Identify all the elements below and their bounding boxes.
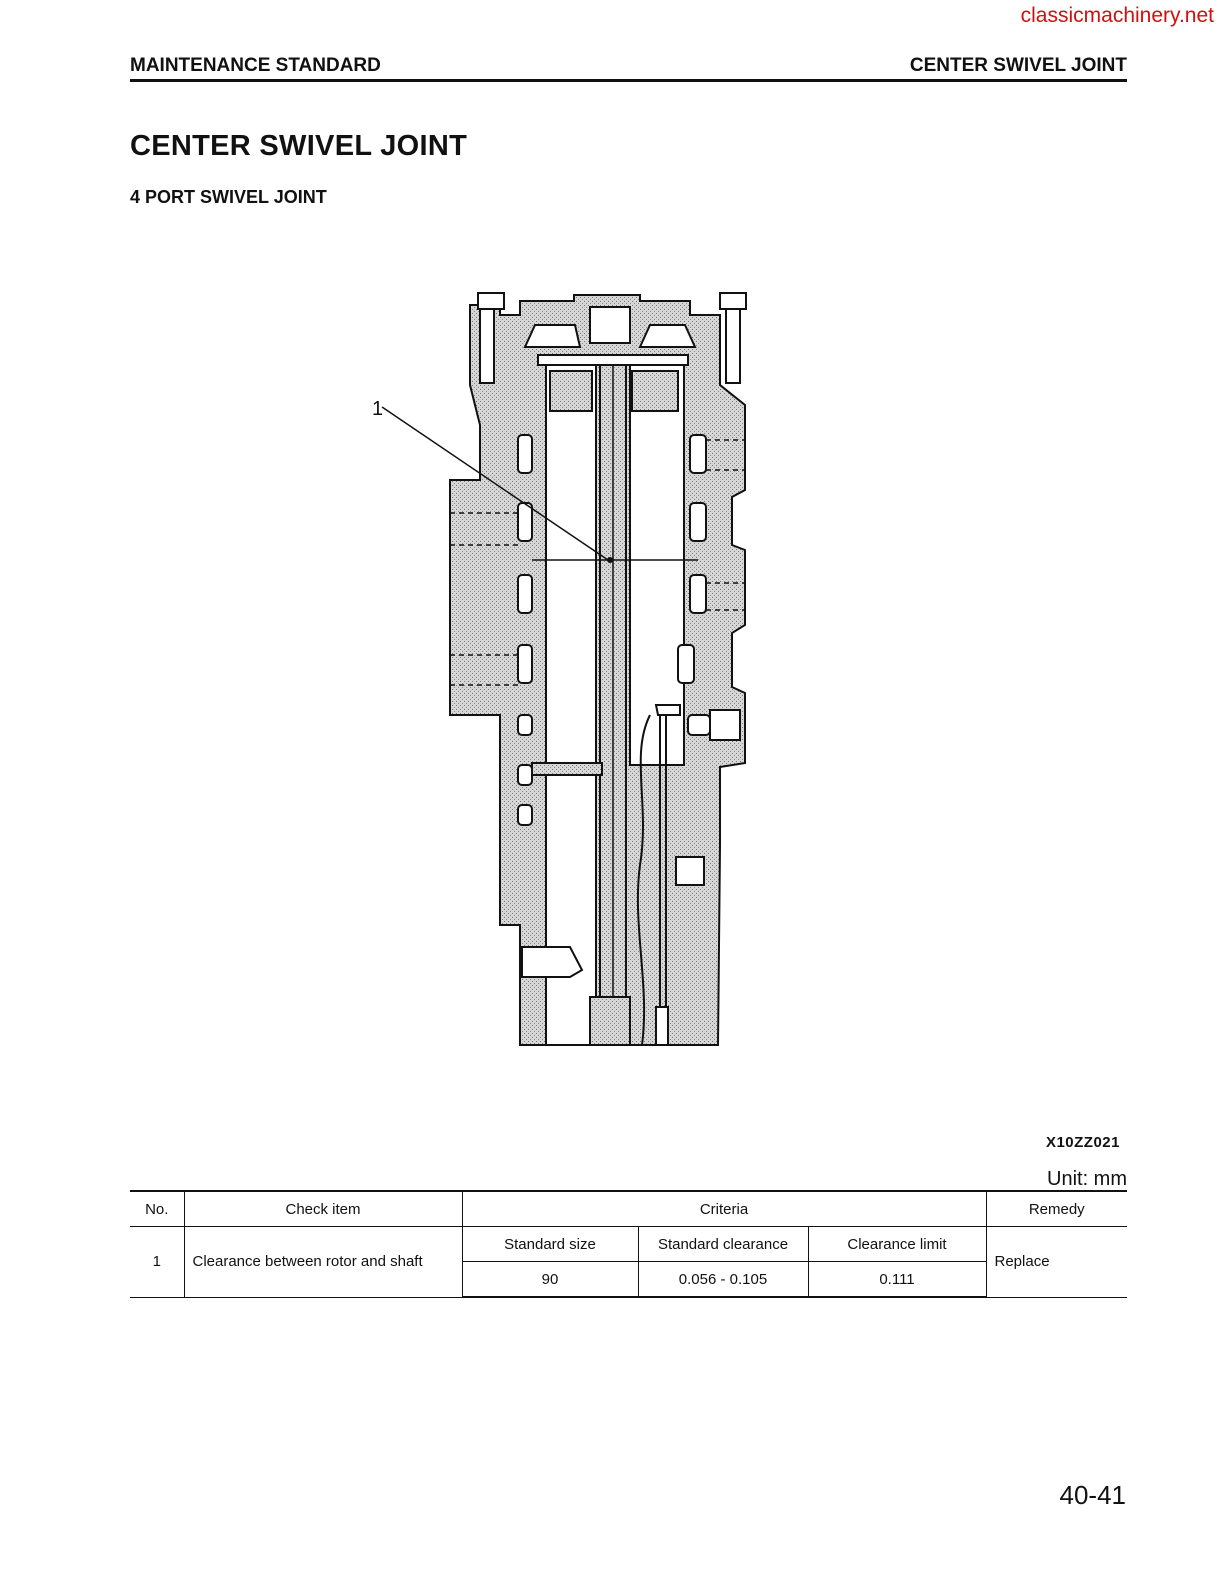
subheader-clearance-limit: Clearance limit [808, 1227, 986, 1262]
watermark: classicmachinery.net [1021, 4, 1214, 28]
header-left: MAINTENANCE STANDARD [130, 55, 381, 77]
subheader-standard-size: Standard size [462, 1227, 638, 1262]
housing-body [450, 295, 745, 1045]
header-right: CENTER SWIVEL JOINT [910, 55, 1127, 77]
figure-code: X10ZZ021 [1046, 1134, 1120, 1151]
header-remedy: Remedy [986, 1191, 1127, 1227]
subheader-standard-clearance: Standard clearance [638, 1227, 808, 1262]
page-number: 40-41 [1060, 1480, 1127, 1511]
cell-standard-size: 90 [462, 1262, 638, 1298]
cell-check-item: Clearance between rotor and shaft [184, 1227, 462, 1298]
swivel-joint-cross-section: 1 [360, 285, 790, 1055]
callout-number: 1 [372, 398, 383, 420]
section-subtitle: 4 PORT SWIVEL JOINT [130, 187, 327, 208]
cell-standard-clearance: 0.056 - 0.105 [638, 1262, 808, 1298]
page-header: MAINTENANCE STANDARD CENTER SWIVEL JOINT [130, 55, 1127, 82]
header-check-item: Check item [184, 1191, 462, 1227]
table-header-row: No. Check item Criteria Remedy [130, 1191, 1127, 1227]
table-row: 1 Clearance between rotor and shaft Stan… [130, 1227, 1127, 1262]
header-criteria: Criteria [462, 1191, 986, 1227]
header-no: No. [130, 1191, 184, 1227]
page-title: CENTER SWIVEL JOINT [130, 130, 467, 163]
maintenance-table: No. Check item Criteria Remedy 1 Clearan… [130, 1190, 1127, 1298]
cell-clearance-limit: 0.111 [808, 1262, 986, 1298]
cell-remedy: Replace [986, 1227, 1127, 1298]
cell-no: 1 [130, 1227, 184, 1298]
unit-label: Unit: mm [1047, 1168, 1127, 1191]
